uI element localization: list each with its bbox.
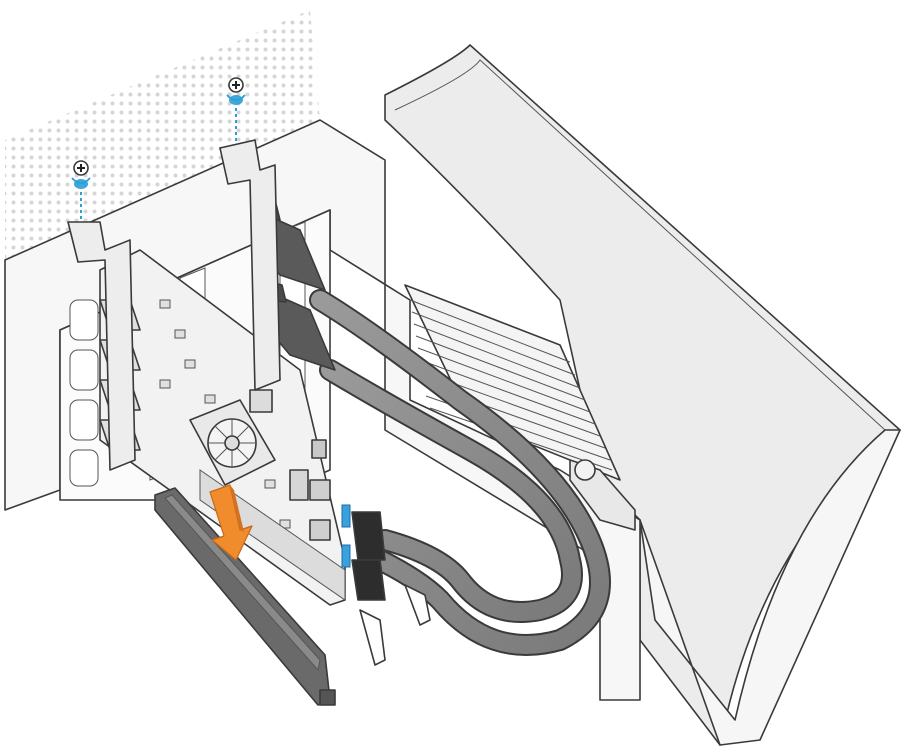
- perforated-vent-area: [5, 10, 320, 260]
- card-bracket-right: [219, 139, 281, 391]
- card-bracket-left: [67, 221, 136, 471]
- removed-side-panel: [384, 44, 901, 746]
- cable-connector-clips: [341, 504, 386, 601]
- pcie-x16-slot: [154, 487, 336, 706]
- card-cooling-fan: [189, 399, 276, 486]
- arrow-down-icon: [209, 484, 253, 561]
- cable-retention-clips: [359, 584, 431, 666]
- heatsink-fins: [404, 284, 636, 531]
- power-cables: [309, 289, 611, 656]
- screw-icon: [73, 77, 244, 222]
- rotate-icon: [71, 94, 246, 184]
